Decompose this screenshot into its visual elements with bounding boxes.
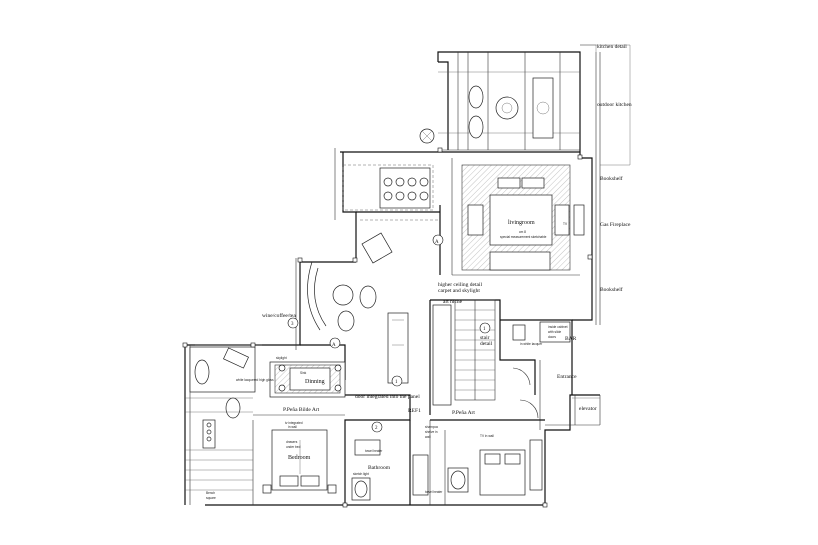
label-bookshelf-top: Bookshelf (600, 175, 623, 182)
label-ref: REF1 (408, 408, 421, 414)
bathroom-area (351, 439, 469, 501)
leader-lines (572, 44, 631, 399)
label-shampoo-2: shelve in (425, 430, 438, 434)
label-bar-note-2: with slide (548, 330, 561, 334)
marker-2: 2 (375, 426, 378, 431)
label-towel-heater: towel heater (365, 449, 383, 453)
label-carpet-skylight: carpet and skylight (438, 288, 480, 294)
label-tv-integrated-2: in wall (288, 425, 297, 429)
kitchen-dining-table (342, 164, 440, 264)
label-bar-note-3: doors (548, 335, 556, 339)
svg-text:TV: TV (563, 222, 568, 226)
label-shampoo-3: wall (425, 435, 431, 439)
plan-labels: kitchen detail outdoor kitchen Bookshelf… (206, 44, 632, 500)
kitchen-island (387, 312, 409, 387)
label-white-lacquered: white lacquered high gloss (236, 378, 274, 382)
label-speakers-note: special measurement sketchable (500, 235, 547, 239)
label-tv-integrated-1: tv integrated (285, 421, 303, 425)
dining-room (189, 344, 346, 449)
marker-a2: A (332, 343, 336, 348)
label-bathroom: Bathroom (368, 465, 391, 471)
marker-3: 3 (291, 322, 294, 327)
label-livingroom: livingroom (508, 220, 535, 226)
label-tv-in-wall: TV in wall (480, 434, 494, 438)
bar-area (512, 321, 571, 386)
label-sketch-light: sketch light (353, 472, 369, 476)
label-shampoo-1: shampoo (425, 425, 438, 429)
label-outdoor-kitchen: outdoor kitchen (597, 102, 632, 108)
marker-1b: 1 (483, 327, 486, 332)
label-elevator: elevator (579, 406, 597, 412)
label-pena-art: P.Peña Art (452, 410, 475, 416)
label-gas-fireplace: Gas Fireplace (600, 222, 631, 228)
label-bedroom: Bedroom (288, 455, 311, 461)
lounge-area (287, 261, 377, 349)
stairs (432, 300, 495, 406)
grid-markers (182, 147, 593, 508)
label-skylight: skylight (276, 356, 287, 360)
label-art-niche: art niche (443, 299, 463, 305)
label-drawers-2: under bed (286, 445, 301, 449)
label-kitchen-detail: kitchen detail (597, 44, 627, 50)
livingroom-area: TV (461, 164, 585, 271)
label-sink: Sink (300, 371, 307, 375)
marker-a1: A (435, 240, 439, 245)
label-bench-2: square (206, 496, 216, 500)
label-bench: Bench (206, 491, 215, 495)
label-entrance: Entrance (557, 374, 577, 380)
label-drawers-1: drawers (286, 440, 298, 444)
label-stair-detail-2: detail (480, 341, 493, 347)
second-bedroom (479, 399, 543, 496)
outdoor-furniture (419, 77, 554, 144)
label-dinning: Dinning (305, 379, 325, 385)
label-cm-note: cm 8 (519, 230, 526, 234)
label-in-white: in white lacquer (520, 342, 543, 346)
bedroom-area (262, 421, 383, 494)
label-bar-note-1: inside cabinet (548, 325, 568, 329)
label-bilde-art: P.Peña Bilde Art (283, 407, 320, 413)
marker-1: 1 (395, 380, 398, 385)
label-stair-detail-1: stair (480, 335, 490, 341)
label-towel-heater-2: towel heater (425, 490, 443, 494)
label-door-panel: door integrated into the panel (355, 394, 420, 400)
deck-stripes (185, 397, 253, 491)
label-bar: BAR (565, 336, 577, 342)
label-bookshelf-bottom: Bookshelf (600, 286, 623, 293)
label-wine-coffee-tea: wine/coffee/tea (262, 312, 296, 319)
label-higher-ceiling: higher ceiling detail (438, 282, 482, 288)
